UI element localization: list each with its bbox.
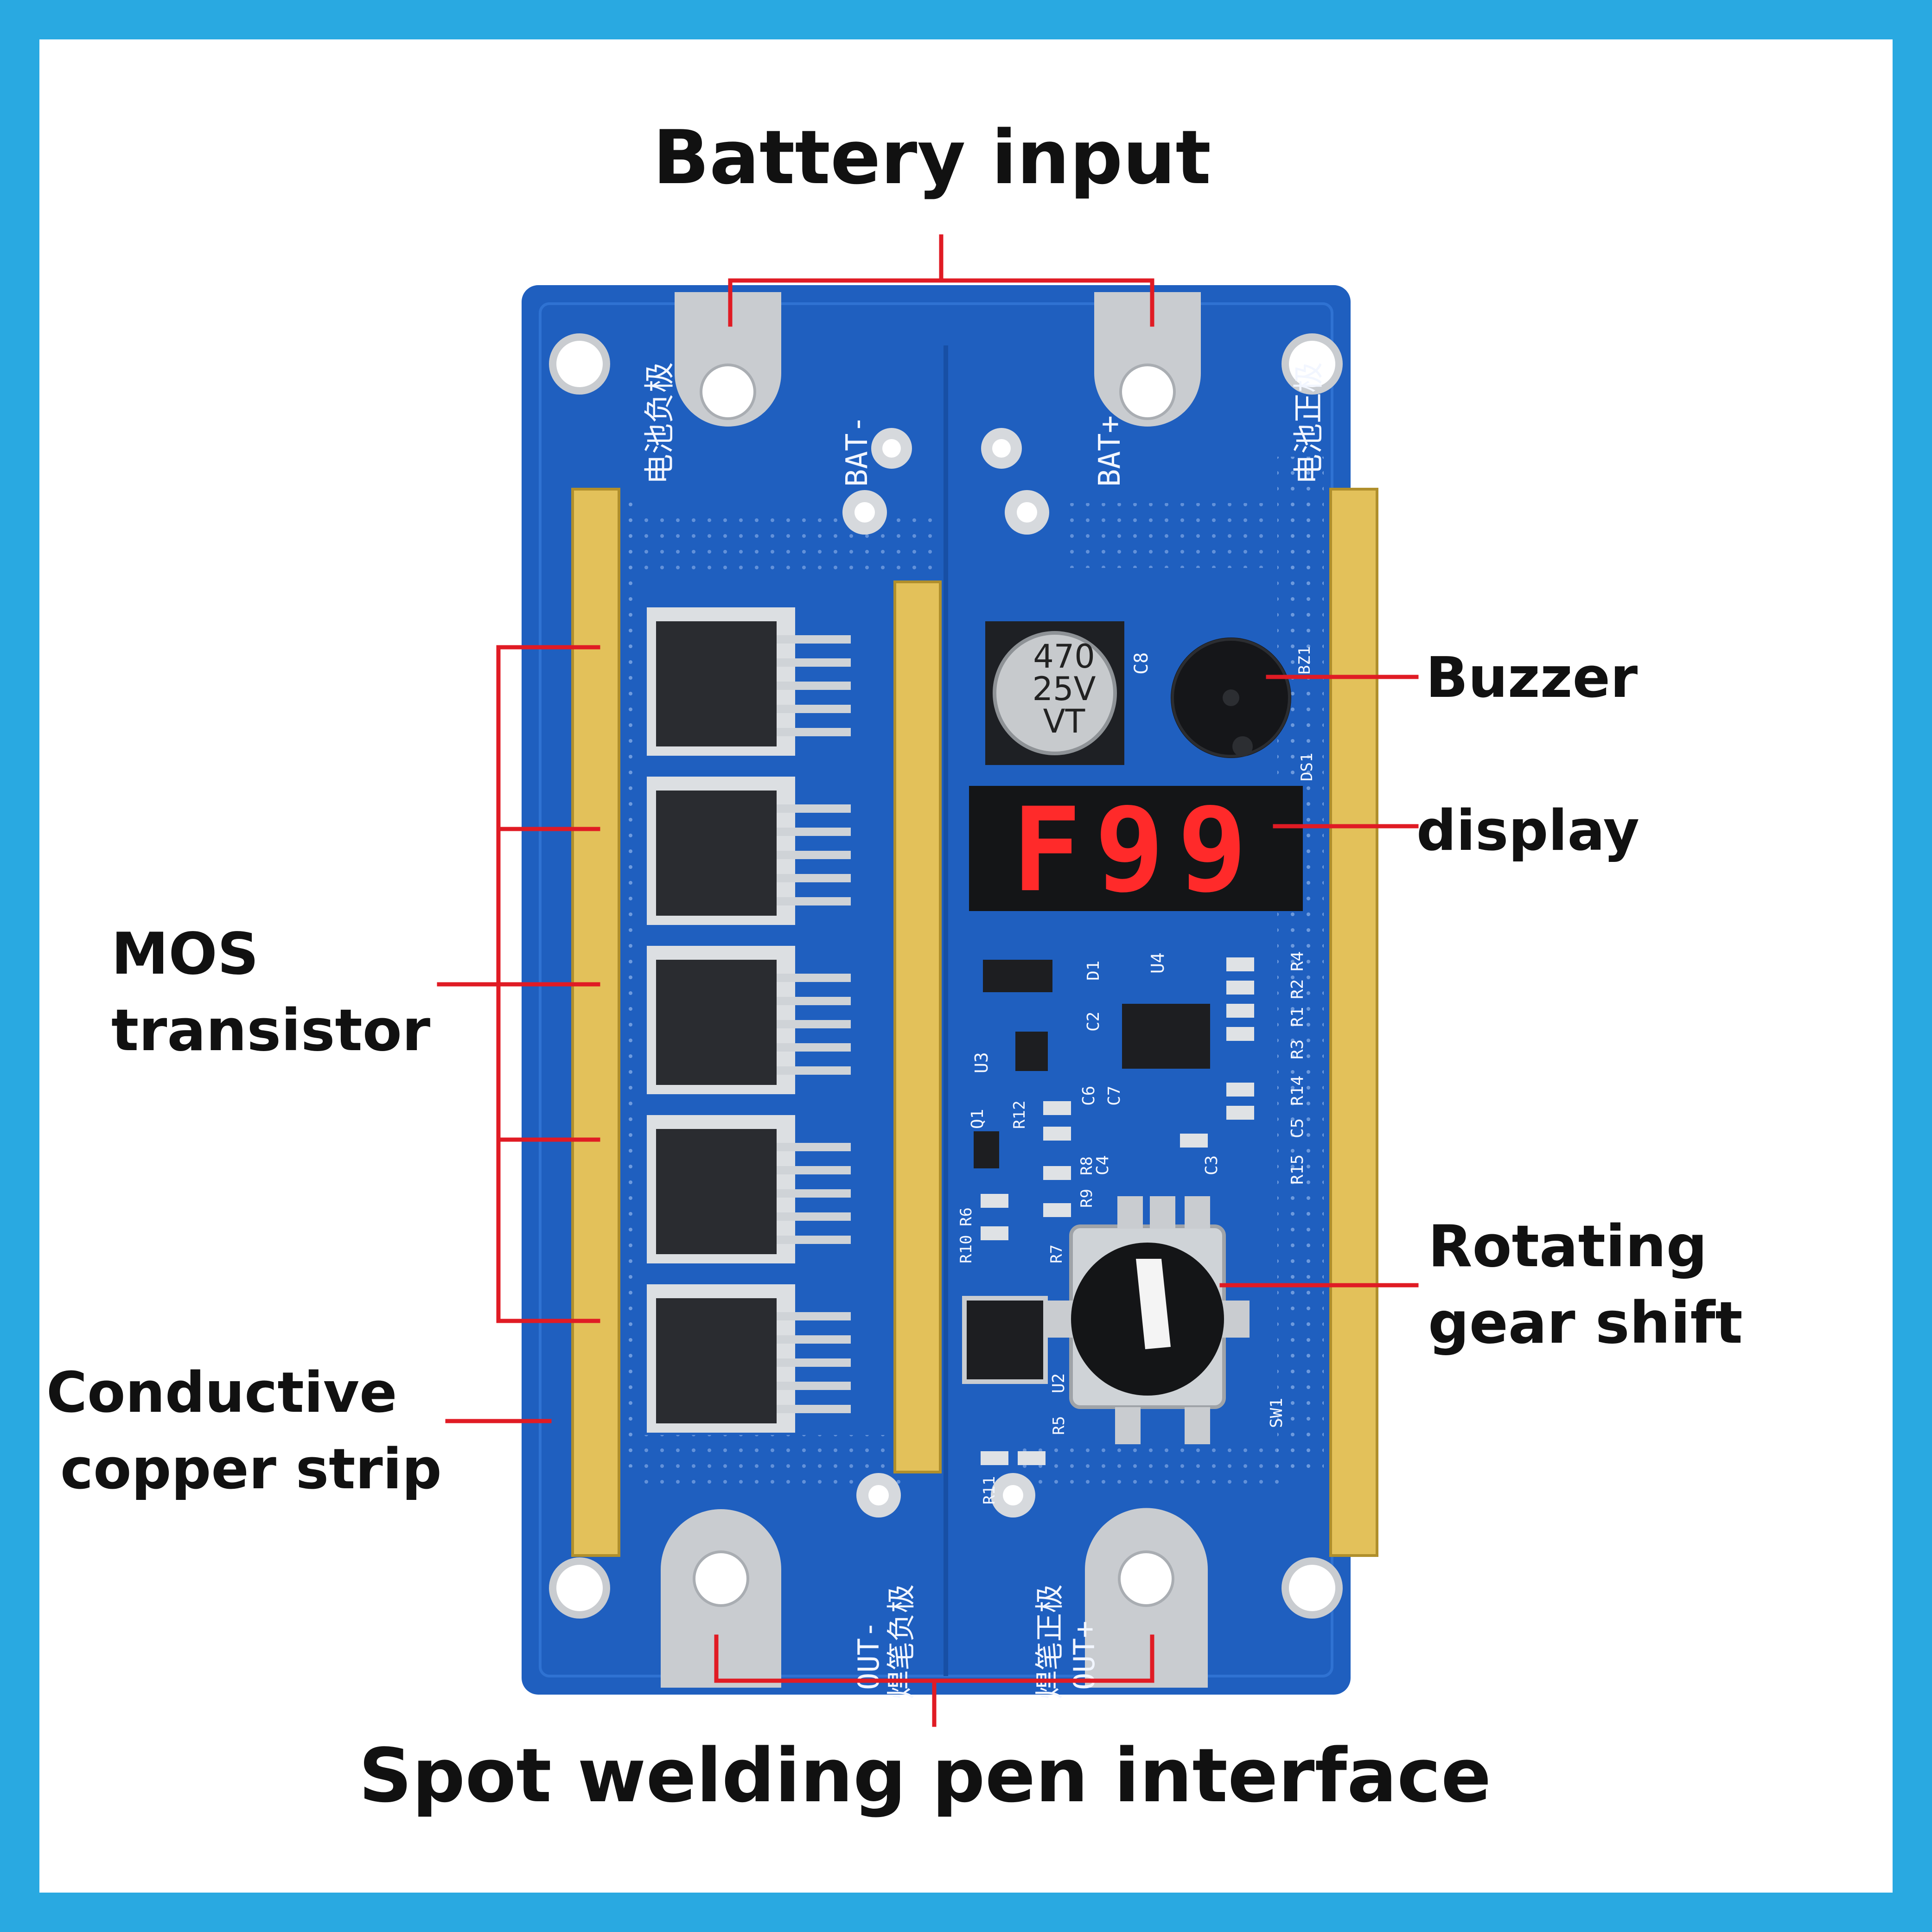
annotated-board-diagram: 470 25V VT F99	[46, 114, 1743, 1819]
silk-bz1: BZ1	[1295, 646, 1314, 675]
silk-out-neg: OUT-	[852, 1621, 886, 1690]
label-conductive: Conductive	[46, 1361, 397, 1425]
silk-d1: D1	[1084, 961, 1103, 981]
silk-ds1: DS1	[1298, 753, 1316, 781]
silk-bat-neg: BAT-	[840, 415, 874, 487]
smd-components	[962, 957, 1254, 1465]
silk-r4: R4	[1288, 951, 1307, 971]
silk-r6: R6	[957, 1207, 976, 1226]
silk-r7: R7	[1047, 1244, 1066, 1263]
silk-c4: C4	[1093, 1155, 1112, 1175]
label-copper-strip: copper strip	[60, 1437, 442, 1502]
silk-r1: R1	[1288, 1007, 1307, 1027]
label-pen-interface: Spot welding pen interface	[359, 1732, 1492, 1819]
silk-c8: C8	[1131, 652, 1152, 675]
mosfet-4	[647, 1115, 851, 1263]
silk-c2: C2	[1084, 1012, 1103, 1032]
silk-r10: R10	[957, 1235, 976, 1263]
silkscreen-labels: BAT- BAT+ 电池负极 电池正极 OUT- 焊笔负极 焊笔正极 OUT+ …	[642, 362, 1326, 1699]
label-rotating: Rotating	[1428, 1213, 1707, 1280]
cap-text-1: 470	[1033, 638, 1095, 676]
battery-terminal-positive	[1094, 292, 1201, 427]
seven-segment-display: F99	[969, 783, 1303, 918]
label-battery-input: Battery input	[653, 114, 1211, 201]
silk-c3: C3	[1202, 1155, 1221, 1175]
silk-r14: R14	[1288, 1076, 1307, 1106]
silk-c6: C6	[1079, 1086, 1098, 1106]
silk-r2: R2	[1288, 979, 1307, 999]
silk-q1: Q1	[968, 1109, 987, 1129]
white-frame: 470 25V VT F99	[39, 39, 1893, 1893]
callout-lines	[437, 234, 1419, 1727]
silk-bat-pos: BAT+	[1093, 415, 1127, 487]
pen-terminal-negative	[661, 1509, 781, 1688]
label-buzzer: Buzzer	[1426, 646, 1638, 710]
silk-c7: C7	[1105, 1086, 1124, 1106]
mosfet-5	[647, 1284, 851, 1433]
silk-r8: R8	[1078, 1156, 1096, 1175]
cap-text-2: 25V	[1033, 670, 1096, 708]
buzzer-component	[1171, 638, 1291, 758]
silk-battery-negative-cn: 电池负极	[642, 362, 677, 485]
rotary-switch	[1048, 1196, 1250, 1444]
silk-out-pos: OUT+	[1067, 1621, 1101, 1690]
mos-transistors	[647, 607, 851, 1433]
label-mos: MOS	[111, 921, 259, 988]
electrolytic-capacitor: 470 25V VT	[985, 621, 1124, 765]
mosfet-2	[647, 777, 851, 925]
silk-u3: U3	[971, 1052, 992, 1073]
silk-u2: U2	[1049, 1373, 1068, 1393]
silk-u4: U4	[1148, 952, 1168, 974]
silk-r11: R11	[980, 1476, 999, 1505]
silk-r5: R5	[1050, 1416, 1068, 1435]
mosfet-1	[647, 607, 851, 756]
display-readout: F99	[1012, 783, 1260, 918]
silk-r9: R9	[1078, 1189, 1096, 1208]
label-display: display	[1416, 799, 1639, 863]
label-transistor: transistor	[111, 997, 430, 1064]
mounting-holes	[549, 333, 1343, 1619]
label-gear-shift: gear shift	[1428, 1290, 1743, 1357]
plated-holes	[842, 428, 1049, 1518]
silk-r15: R15	[1288, 1154, 1307, 1185]
mosfet-3	[647, 946, 851, 1094]
pen-terminal-positive	[1085, 1508, 1208, 1688]
silk-battery-positive-cn: 电池正极	[1291, 362, 1326, 485]
silk-c5: C5	[1288, 1118, 1307, 1138]
battery-terminal-negative	[675, 292, 781, 427]
conductive-copper-strips	[571, 488, 1378, 1557]
silk-r3: R3	[1288, 1039, 1307, 1059]
silk-r12: R12	[1010, 1101, 1029, 1129]
cap-text-3: VT	[1043, 702, 1085, 740]
silk-sw1: SW1	[1267, 1398, 1286, 1428]
